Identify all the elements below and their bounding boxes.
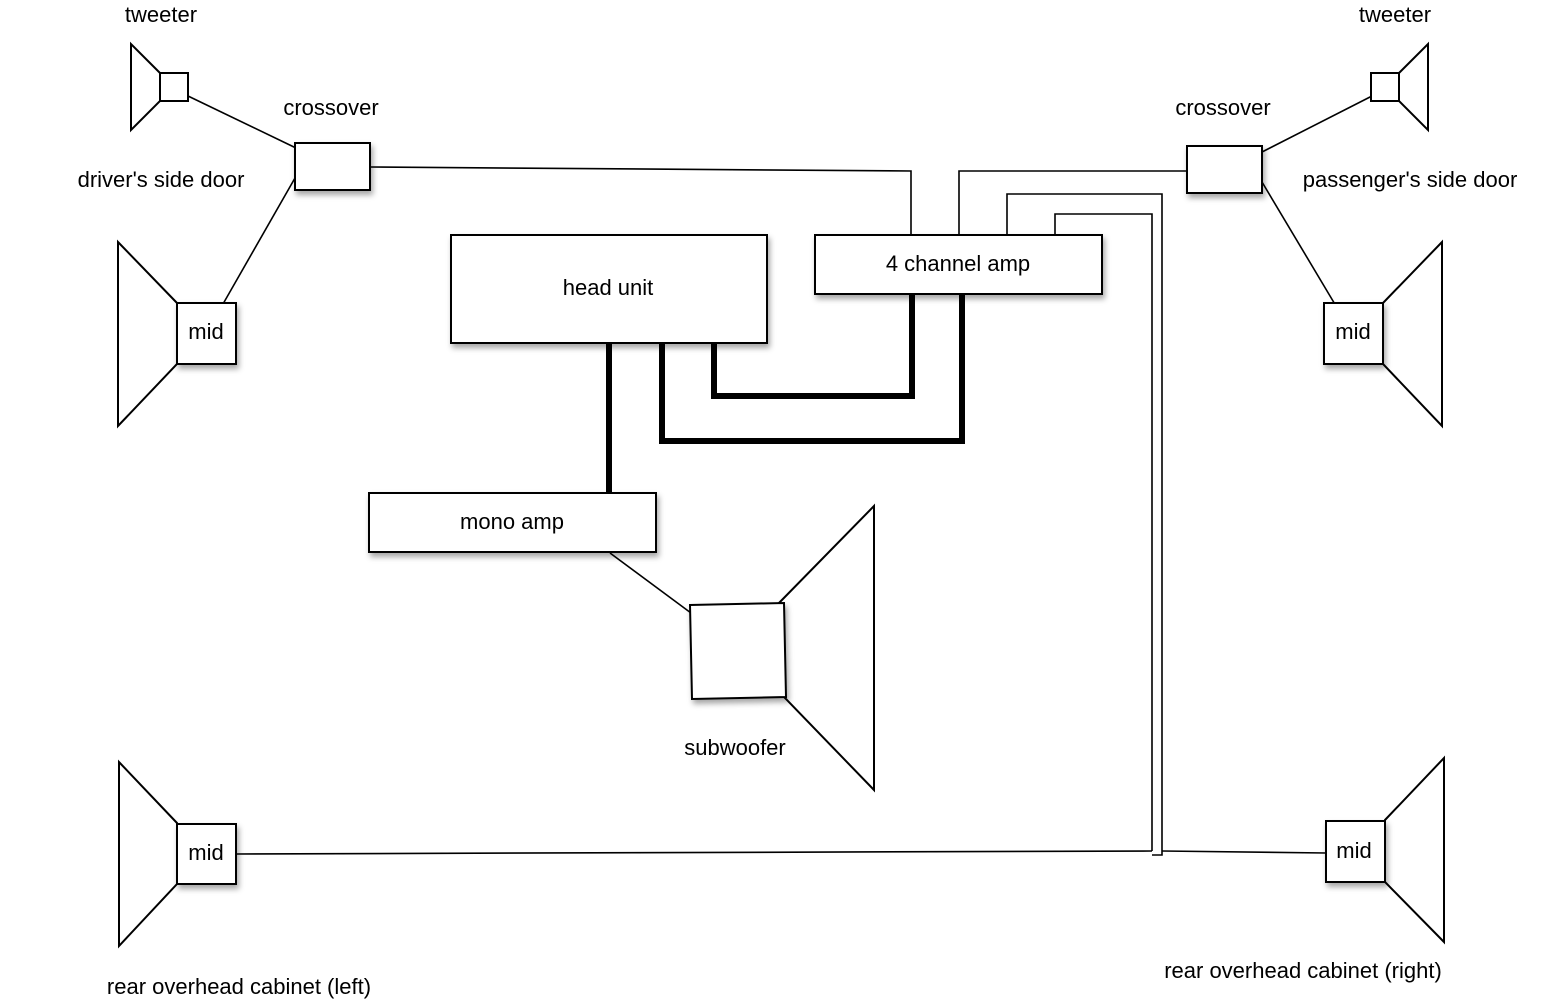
- subwoofer: [688, 503, 875, 793]
- passenger-door-label: passenger's side door: [1303, 167, 1518, 192]
- wire-crossover-left-amp: [369, 166, 912, 236]
- mono-amp: mono amp: [368, 492, 657, 553]
- thin-wires: [187, 95, 1373, 856]
- mid-rear-right: mid: [1325, 755, 1445, 945]
- rear-left-cabinet-label: rear overhead cabinet (left): [107, 974, 371, 999]
- crossover-right: [1186, 145, 1263, 194]
- crossover-left: [294, 142, 371, 191]
- mid-rear-left-label: mid: [188, 840, 223, 865]
- wire-mono-amp-subwoofer: [609, 552, 692, 614]
- mid-front-right-label: mid: [1335, 319, 1370, 344]
- head-unit-label: head unit: [563, 275, 654, 300]
- tweeter-right: [1370, 41, 1429, 133]
- four-channel-amp-label: 4 channel amp: [886, 251, 1030, 276]
- wire-tweeter-right-crossover: [1261, 95, 1373, 153]
- rca-cables: [606, 291, 965, 495]
- wire-crossover-left-mid: [222, 177, 296, 305]
- driver-door-label: driver's side door: [78, 167, 245, 192]
- wire-tweeter-left-crossover: [187, 95, 297, 149]
- wire-amp-crossover-right: [958, 170, 1188, 236]
- crossover-right-label: crossover: [1175, 95, 1270, 120]
- cable-head-to-amp-inner: [711, 291, 915, 399]
- wire-crossover-right-mid: [1261, 181, 1337, 307]
- cable-head-to-amp-outer: [659, 291, 965, 444]
- mid-front-left-label: mid: [188, 319, 223, 344]
- wire-rear-right-mid: [1161, 850, 1327, 854]
- four-channel-amp: 4 channel amp: [814, 234, 1103, 295]
- tweeter-left: [130, 41, 189, 133]
- subwoofer-label: subwoofer: [684, 735, 786, 760]
- mono-amp-label: mono amp: [460, 509, 564, 534]
- wire-amp-rear-left: [1006, 193, 1163, 856]
- mid-rear-left: mid: [118, 759, 237, 949]
- rear-right-cabinet-label: rear overhead cabinet (right): [1164, 958, 1442, 983]
- head-unit: head unit: [450, 234, 768, 344]
- mid-front-right: mid: [1323, 239, 1443, 429]
- tweeter-left-label: tweeter: [125, 2, 197, 27]
- crossover-left-label: crossover: [283, 95, 378, 120]
- wire-rear-left-long: [235, 850, 1153, 855]
- mid-front-left: mid: [117, 239, 237, 429]
- tweeter-right-label: tweeter: [1359, 2, 1431, 27]
- mid-rear-right-label: mid: [1336, 838, 1371, 863]
- wire-amp-rear-right: [1054, 213, 1153, 851]
